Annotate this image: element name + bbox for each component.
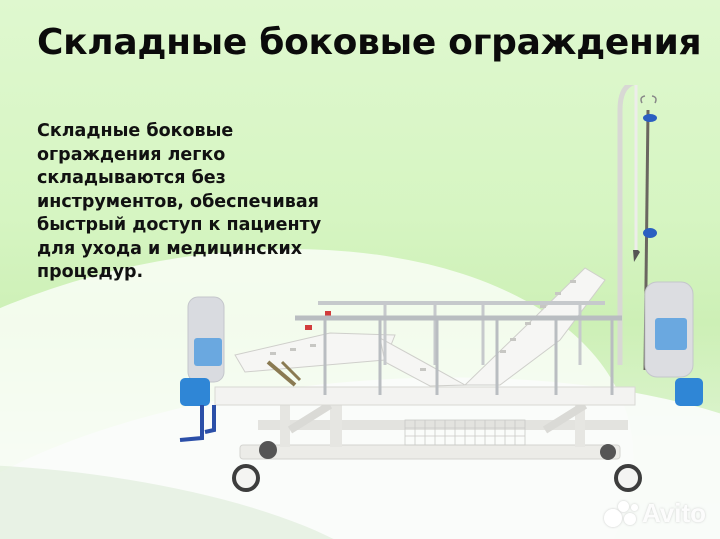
description-line: складываются без [37, 168, 226, 188]
footboard-right [644, 281, 703, 406]
caster-wheel-icon [232, 441, 642, 492]
side-rail-back [318, 301, 605, 365]
description-text: Складные боковые ограждения легко склады… [37, 120, 357, 285]
mattress-platform [234, 267, 606, 387]
storage-basket [404, 419, 526, 446]
lifting-pole-icon [617, 85, 640, 365]
description-line: для ухода и медицинских [37, 238, 303, 259]
avito-watermark: Avito [603, 498, 706, 529]
side-rail-front [295, 315, 622, 395]
description-line: инструментов, обеспечивая [37, 191, 319, 212]
headboard-left [179, 296, 225, 442]
page-title: Складные боковые ограждения [37, 22, 702, 63]
description-line: быстрый доступ к пациенту [37, 215, 322, 235]
hospital-bed-image [179, 85, 703, 492]
description-line: Складные боковые [37, 121, 234, 141]
description-line: процедур. [37, 262, 144, 282]
avito-logo-dots-icon [603, 500, 638, 527]
description-line: ограждения легко [37, 144, 226, 165]
avito-brand-text: Avito [641, 498, 706, 528]
